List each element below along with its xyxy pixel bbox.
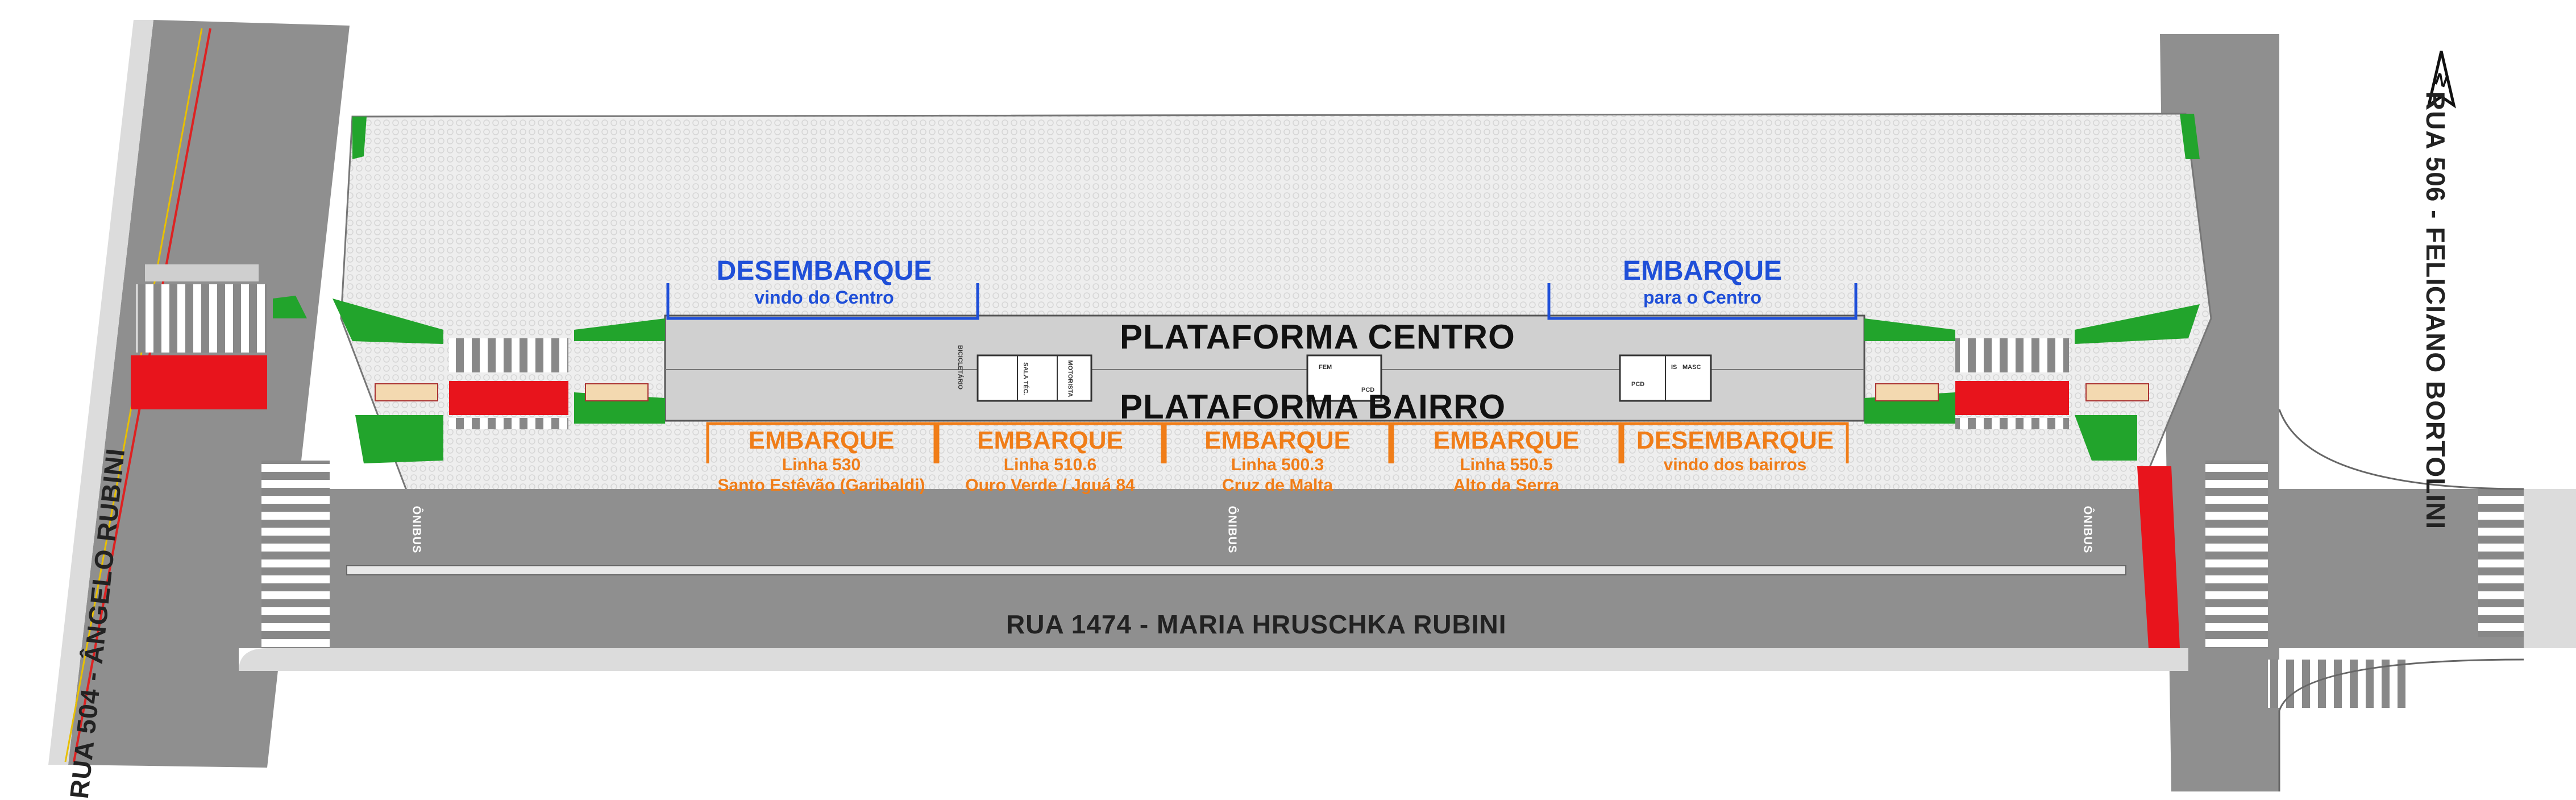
orange-label-title: EMBARQUE	[1204, 426, 1351, 454]
blue-bracket-desembarque	[666, 283, 979, 320]
corner-arc-right-bottom	[2278, 658, 2524, 791]
crosswalk-right-side	[2478, 489, 2524, 637]
blue-label-sub: para o Centro	[1643, 287, 1762, 308]
bus-marking-center: ÔNIBUS	[1225, 505, 1239, 554]
green-left-4	[574, 318, 665, 341]
orange-label-line1: vindo dos bairros	[1663, 455, 1807, 474]
kiosk-1-label-a: BICICLETÁRIO	[957, 345, 964, 390]
orange-label-5: DESEMBARQUE vindo dos bairros	[1623, 426, 1847, 475]
orange-bracket-5	[1621, 422, 1849, 463]
kiosk-1-label-b: SALA TÉC.	[1021, 362, 1029, 395]
bus-marking-right: ÔNIBUS	[2081, 505, 2094, 554]
left-sidewalk	[48, 20, 153, 765]
bottom-street-median	[346, 565, 2126, 575]
orange-label-line1: Linha 510.6	[1003, 455, 1097, 474]
crosswalk-left-top	[136, 284, 267, 353]
green-left-2	[333, 299, 443, 344]
crosswalk-right-lower	[2268, 660, 2410, 708]
orange-label-title: EMBARQUE	[748, 426, 895, 454]
orange-label-line1: Linha 550.5	[1460, 455, 1553, 474]
crosswalk-platform-right	[1955, 338, 2069, 372]
red-lane-right-1	[1955, 381, 2069, 415]
kiosk-1	[977, 354, 1092, 402]
red-lane-right-2	[2137, 466, 2180, 648]
green-top-right	[2180, 114, 2200, 159]
kiosk-2-label-a: FEM	[1319, 364, 1332, 371]
kiosk-2	[1306, 354, 1382, 402]
orange-label-title: EMBARQUE	[977, 426, 1123, 454]
orange-label-line2: Santo Estêvão (Garibaldi)	[717, 476, 925, 495]
orange-bracket-1	[706, 422, 937, 463]
corner-arc-right-top	[2278, 409, 2524, 490]
kiosk-3-label-a: IS	[1671, 364, 1677, 371]
bus-marking-left: ÔNIBUS	[410, 505, 423, 554]
orange-label-1: EMBARQUE Linha 530 Santo Estêvão (Gariba…	[708, 426, 935, 496]
orange-label-line1: Linha 530	[782, 455, 861, 474]
platform-bairro-label: PLATAFORMA BAIRRO	[1120, 388, 1506, 426]
crosswalk-platform-left	[449, 338, 568, 372]
kiosk-2-label-b: PCD	[1361, 387, 1375, 393]
shelter-right-2	[2085, 383, 2149, 401]
orange-label-3: EMBARQUE Linha 500.3 Cruz de Malta	[1165, 426, 1390, 496]
red-lane-left-2	[449, 381, 568, 415]
crosswalk-right-bottom	[2205, 461, 2268, 648]
shelter-left-1	[375, 383, 438, 401]
blue-label-embarque: EMBARQUE para o Centro	[1552, 256, 1853, 308]
shelter-left-2	[585, 383, 649, 401]
green-top-left	[352, 117, 367, 159]
blue-label-sub: vindo do Centro	[754, 287, 894, 308]
crosswalk-platform-left-2	[449, 418, 568, 429]
platform-centro-label: PLATAFORMA CENTRO	[1120, 318, 1515, 356]
green-right-4	[2075, 415, 2137, 461]
orange-label-title: DESEMBARQUE	[1636, 426, 1834, 454]
orange-label-line2: Ouro Verde / Jguá 84	[965, 476, 1135, 495]
orange-label-line2: Cruz de Malta	[1221, 476, 1333, 495]
green-right-1	[1864, 318, 1955, 341]
red-lane-left-1	[131, 355, 267, 409]
green-left-3	[355, 415, 443, 463]
crosswalk-left-stop	[145, 264, 259, 281]
orange-label-4: EMBARQUE Linha 550.5 Alto da Serra	[1393, 426, 1620, 496]
orange-label-title: EMBARQUE	[1433, 426, 1580, 454]
orange-bracket-3	[1164, 422, 1391, 463]
kiosk-1-label-c: MOTORISTA	[1066, 360, 1074, 397]
orange-bracket-2	[936, 422, 1164, 463]
right-street-lanes	[2180, 34, 2279, 791]
crosswalk-left-bottom	[261, 461, 330, 648]
kiosk-3-label-c: PCD	[1631, 381, 1645, 388]
street-name-right: RUA 506 - FELICIANO BORTOLINI	[2421, 91, 2450, 530]
north-arrow-icon	[2427, 51, 2456, 109]
blue-label-title: DESEMBARQUE	[716, 256, 932, 286]
orange-label-line2: Alto da Serra	[1453, 476, 1560, 495]
bottom-sidewalk	[239, 648, 2188, 671]
blue-label-desembarque: DESEMBARQUE vindo do Centro	[674, 256, 975, 308]
kiosk-3-label-b: MASC	[1682, 364, 1701, 371]
blue-bracket-embarque	[1547, 283, 1858, 320]
right-bottom-sidewalk	[2524, 489, 2576, 648]
crosswalk-platform-right-2	[1955, 418, 2069, 429]
corner-curve-bl	[239, 648, 267, 671]
green-right-3	[2075, 304, 2200, 344]
orange-bracket-4	[1391, 422, 1622, 463]
blue-label-title: EMBARQUE	[1622, 256, 1782, 286]
orange-label-line1: Linha 500.3	[1231, 455, 1324, 474]
orange-label-2: EMBARQUE Linha 510.6 Ouro Verde / Jguá 8…	[938, 426, 1162, 496]
street-name-bottom: RUA 1474 - MARIA HRUSCHKA RUBINI	[1006, 610, 1507, 639]
green-left-1	[273, 296, 307, 318]
shelter-right-1	[1875, 383, 1939, 401]
